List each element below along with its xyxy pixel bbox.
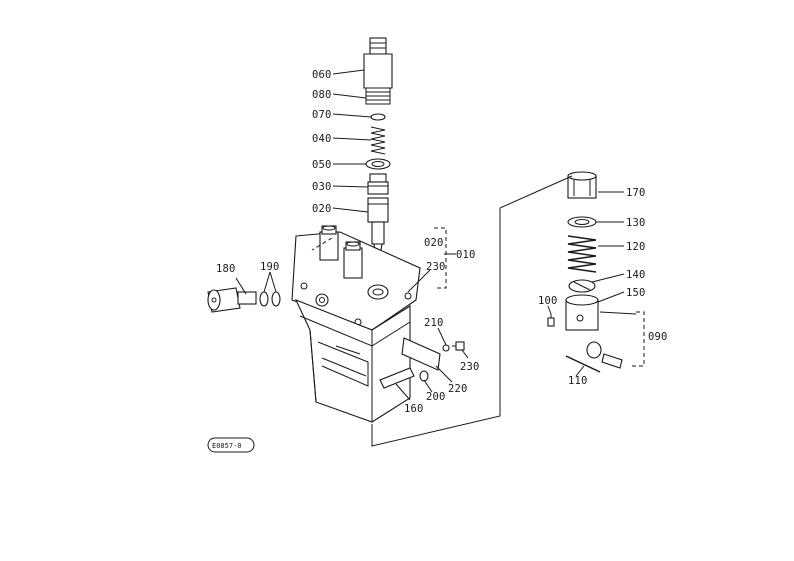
fitting-180 [207,287,257,313]
label-130: 130 [626,217,646,229]
label-230: 230 [460,361,480,373]
spring-seat-130 [567,216,597,228]
leader-lines [235,69,637,401]
label-140: 140 [626,269,646,281]
label-180: 180 [216,263,236,275]
gasket-050 [365,158,391,170]
nut-200 [419,370,429,382]
label-090: 090 [648,331,668,343]
label-100: 100 [538,295,558,307]
label-200: 200 [426,391,446,403]
label-190: 190 [260,261,280,273]
label-020: 020 [312,203,332,215]
label-120: 120 [626,241,646,253]
pump-housing [291,225,421,423]
reference-code-badge: E0857-0 [207,437,255,453]
delivery-valve-spring [370,126,386,155]
label-210: 210 [424,317,444,329]
plunger-spring-120 [567,235,597,273]
label-030: 030 [312,181,332,193]
washers-190 [259,291,281,307]
pin-110 [565,355,601,373]
label-050: 050 [312,159,332,171]
label-020-kit: 020 [424,237,444,249]
label-160: 160 [404,403,424,415]
tappet-170 [567,171,597,199]
o-ring-070 [370,113,386,121]
plate-220 [401,337,441,371]
screw-100 [547,314,555,327]
label-010: 010 [456,249,476,261]
label-220: 220 [448,383,468,395]
label-060: 060 [312,69,332,81]
spring-seat-140 [568,279,596,293]
lever-160 [379,367,415,389]
label-080: 080 [312,89,332,101]
bolt-230 [452,341,465,351]
delivery-valve-030 [367,173,389,195]
roller-090 [586,341,623,369]
label-110: 110 [568,375,588,387]
reference-code: E0857-0 [212,442,242,450]
label-040: 040 [312,133,332,145]
delivery-valve-seat-020 [367,197,389,257]
assembly-brackets [311,175,645,447]
guide-150 [565,294,599,331]
label-170: 170 [626,187,646,199]
hex-nut [315,293,329,307]
washer-210 [442,344,450,352]
callout-labels: 060 080 070 040 050 030 020 020 010 230 … [216,69,668,415]
delivery-valve-holder [363,37,393,105]
label-150: 150 [626,287,646,299]
label-070: 070 [312,109,332,121]
label-230-kit: 230 [426,261,446,273]
